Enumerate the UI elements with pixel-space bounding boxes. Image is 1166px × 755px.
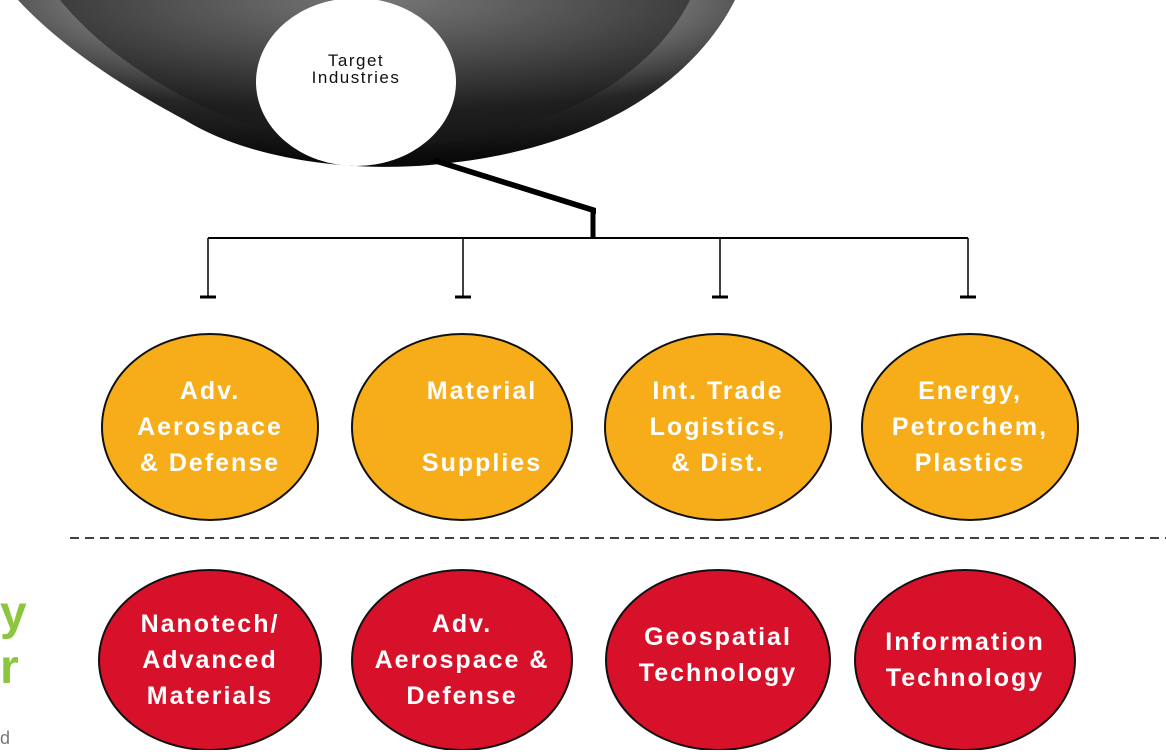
upper-node-3: Int. Trade Logistics, & Dist.	[603, 332, 833, 522]
lower-node-2-shape	[351, 569, 573, 750]
lower-node-2: Adv. Aerospace & Defense	[347, 565, 577, 755]
upper-node-4-label: Energy, Petrochem, Plastics	[891, 377, 1049, 477]
upper-node-2-label: Material Supplies	[421, 377, 543, 477]
lower-node-1-shape	[98, 569, 322, 750]
upper-node-2-shape	[351, 333, 573, 521]
upper-node-4: Energy, Petrochem, Plastics	[855, 332, 1085, 522]
logo-fragment-top: y	[0, 587, 27, 640]
lower-node-3: Geospatial Technology	[603, 560, 833, 750]
upper-node-1: Adv. Aerospace & Defense	[95, 332, 325, 522]
upper-node-2: Material Supplies	[367, 332, 597, 522]
lower-node-1: Nanotech/ Advanced Materials	[95, 565, 325, 755]
logo-fragment-bottom: r	[0, 641, 19, 694]
root-connector	[430, 158, 596, 214]
root-node	[256, 0, 456, 166]
lower-node-2-label: Adv. Aerospace & Defense	[374, 610, 550, 710]
upper-node-4-shape	[861, 333, 1079, 521]
upper-node-1-shape	[101, 333, 319, 521]
lower-node-4-shape	[854, 569, 1076, 750]
upper-node-3-shape	[604, 333, 832, 521]
upper-node-1-label: Adv. Aerospace & Defense	[137, 377, 283, 477]
root-label: Target Industries	[311, 51, 401, 87]
lower-node-3-label: Geospatial Technology	[638, 623, 798, 687]
lower-node-3-shape	[605, 569, 831, 750]
lower-node-4: Information Technology	[850, 565, 1080, 755]
upper-node-3-label: Int. Trade Logistics, & Dist.	[649, 377, 787, 477]
logo-small-text: d	[0, 728, 11, 748]
lower-node-4-label: Information Technology	[885, 628, 1045, 692]
lower-node-1-label: Nanotech/ Advanced Materials	[140, 610, 280, 710]
